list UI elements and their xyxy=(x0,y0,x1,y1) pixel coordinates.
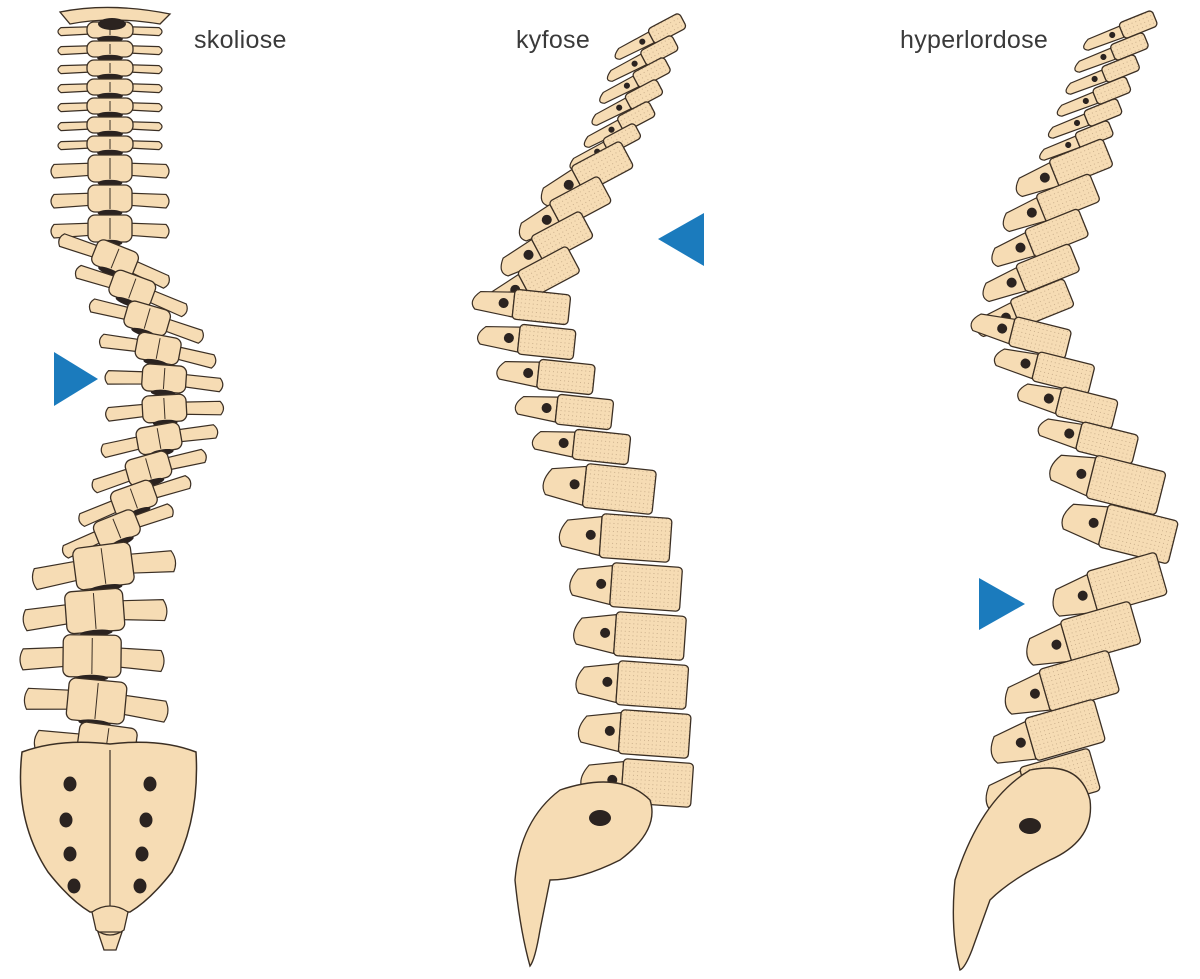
scoliosis-label: skoliose xyxy=(194,26,287,55)
coccyx xyxy=(92,906,128,950)
vertebral-body xyxy=(537,359,596,395)
vertebral-body xyxy=(1098,504,1179,564)
hyperlordosis-label: hyperlordose xyxy=(900,26,1048,55)
vertebra xyxy=(476,320,576,360)
kyphosis-arrow-left-icon xyxy=(658,213,704,266)
vertebra xyxy=(51,155,169,186)
sacrum xyxy=(20,742,196,912)
vertebral-body xyxy=(512,289,571,325)
vertebra xyxy=(531,425,631,465)
vertebral-body xyxy=(614,612,687,661)
vertebral-body xyxy=(582,463,656,514)
vertebra xyxy=(21,585,168,642)
sacral-foramen xyxy=(144,777,157,792)
sacral-foramen xyxy=(68,879,81,894)
vertebra xyxy=(58,117,162,137)
vertebral-body xyxy=(618,710,691,759)
vertebra xyxy=(558,511,672,563)
vertebra xyxy=(569,560,683,612)
vertebral-body xyxy=(555,394,614,430)
vertebral-body xyxy=(610,563,683,612)
sacral-foramen xyxy=(140,813,153,828)
vertebra xyxy=(541,459,656,514)
vertebral-body xyxy=(572,429,631,465)
vertebral-body xyxy=(616,661,689,710)
vertebra xyxy=(20,634,165,682)
hyperlordosis-arrow-right-icon xyxy=(979,578,1025,630)
vertebra xyxy=(58,136,162,156)
vertebra xyxy=(51,185,169,216)
sacral-foramen xyxy=(64,777,77,792)
vertebra xyxy=(58,60,162,80)
sacral-foramen xyxy=(589,810,611,826)
scoliosis-arrow-right-icon xyxy=(54,352,98,406)
sacral-foramen xyxy=(136,847,149,862)
spinous-process xyxy=(541,462,586,505)
vertebra xyxy=(514,390,614,430)
kyphosis-spine xyxy=(471,13,694,966)
vertebra xyxy=(471,285,571,325)
sacral-foramen xyxy=(64,847,77,862)
sacral-foramen xyxy=(60,813,73,828)
vertebral-body xyxy=(517,324,576,360)
vertebra xyxy=(572,609,686,661)
sacral-foramen xyxy=(1019,818,1041,834)
sacrum xyxy=(953,768,1090,970)
atlas-foramen xyxy=(98,18,126,30)
scoliosis-spine xyxy=(20,7,225,950)
vertebral-body xyxy=(599,514,672,563)
vertebra xyxy=(575,658,689,710)
sacral-foramen xyxy=(134,879,147,894)
sacrum xyxy=(515,782,652,966)
kyphosis-label: kyfose xyxy=(516,26,590,55)
vertebra xyxy=(58,79,162,99)
hyperlordosis-spine xyxy=(953,10,1178,970)
vertebra xyxy=(577,707,691,759)
vertebra xyxy=(496,355,596,395)
vertebra xyxy=(58,41,162,61)
vertebra xyxy=(58,98,162,118)
